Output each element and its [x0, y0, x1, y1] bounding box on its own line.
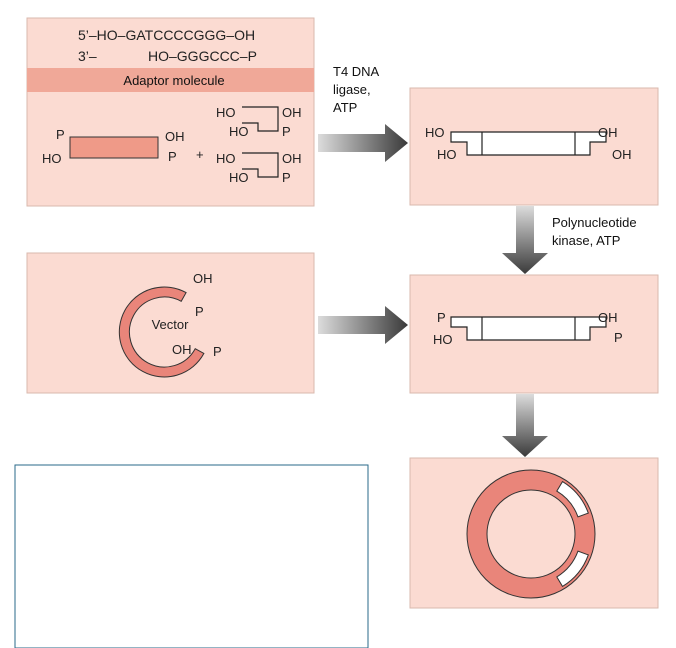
fragment-right-top-label: OH — [165, 129, 185, 144]
adaptor-2-shape — [242, 152, 279, 178]
adaptor-panel-box — [26, 17, 315, 207]
recombinant-panel — [409, 457, 659, 609]
adaptor-2-ho-bottom: HO — [229, 170, 249, 185]
recombinant-ring-inner-edge — [486, 489, 576, 579]
inserted-adaptor-2 — [556, 550, 589, 588]
vector-panel: Vector OH P OH P — [26, 252, 315, 394]
phosphorylated-right-bottom-label: P — [614, 330, 623, 345]
adaptor-bottom-strand-prefix: 3’– — [78, 48, 97, 64]
adaptor-2-oh-top: OH — [282, 151, 302, 166]
adaptor-2-p-bottom: P — [282, 170, 291, 185]
blunt-fragment — [69, 136, 159, 159]
adaptor-panel: 5’–HO–GATCCCCGGG–OH 3’– HO–GGGCCC–P Adap… — [26, 17, 315, 207]
ligated-fragment — [450, 131, 607, 156]
fragment-left-top-label: P — [56, 127, 65, 142]
adaptor-1-ho-top: HO — [216, 105, 236, 120]
adaptor-1-oh-top: OH — [282, 105, 302, 120]
ligated-right-bottom-label: OH — [612, 147, 632, 162]
fragment-left-bottom-label: HO — [42, 151, 62, 166]
arrow-ligation — [318, 124, 408, 162]
arrow-kinase — [502, 206, 548, 274]
ligated-left-bottom-label: HO — [437, 147, 457, 162]
ligase-label-line-2: ligase, — [333, 82, 371, 97]
adaptor-label-band — [27, 68, 314, 92]
phosphorylated-right-top-label: OH — [598, 310, 618, 325]
recombinant-ring — [467, 470, 595, 598]
phosphorylated-panel: P HO OH P — [409, 274, 659, 394]
recombinant-ring-outer-edge — [466, 469, 596, 599]
vector-bottom-p: P — [213, 344, 222, 359]
empty-frame — [14, 464, 369, 648]
vector-top-oh: OH — [193, 271, 213, 286]
ligase-label-line-1: T4 DNA — [333, 64, 380, 79]
vector-top-p: P — [195, 304, 204, 319]
phosphorylated-fragment — [450, 316, 607, 341]
adaptor-2-ho-top: HO — [216, 151, 236, 166]
vector-bottom-oh: OH — [172, 342, 192, 357]
open-vector-ring — [118, 286, 205, 378]
adaptor-1-shape — [242, 106, 279, 132]
arrow-circularize — [502, 394, 548, 457]
adaptor-bottom-strand: HO–GGGCCC–P — [148, 48, 257, 64]
phosphorylated-left-bottom-label: HO — [433, 332, 453, 347]
adaptor-band-label: Adaptor molecule — [123, 73, 224, 88]
inserted-adaptor-1 — [556, 480, 589, 518]
ligated-right-top-label: OH — [598, 125, 618, 140]
ligated-panel: HO HO OH OH — [409, 87, 659, 206]
fragment-right-bottom-label: P — [168, 149, 177, 164]
adaptor-1-ho-bottom: HO — [229, 124, 249, 139]
kinase-label-line-2: kinase, ATP — [552, 233, 620, 248]
adaptor-top-strand: 5’–HO–GATCCCCGGG–OH — [78, 27, 255, 43]
phosphorylated-left-top-label: P — [437, 310, 446, 325]
arrow-vector-combine — [318, 306, 408, 344]
plus-sign: + — [196, 147, 204, 162]
ligated-left-top-label: HO — [425, 125, 445, 140]
adaptor-1-p-bottom: P — [282, 124, 291, 139]
vector-label: Vector — [152, 317, 190, 332]
kinase-label-line-1: Polynucleotide — [552, 215, 637, 230]
ligase-label-line-3: ATP — [333, 100, 357, 115]
